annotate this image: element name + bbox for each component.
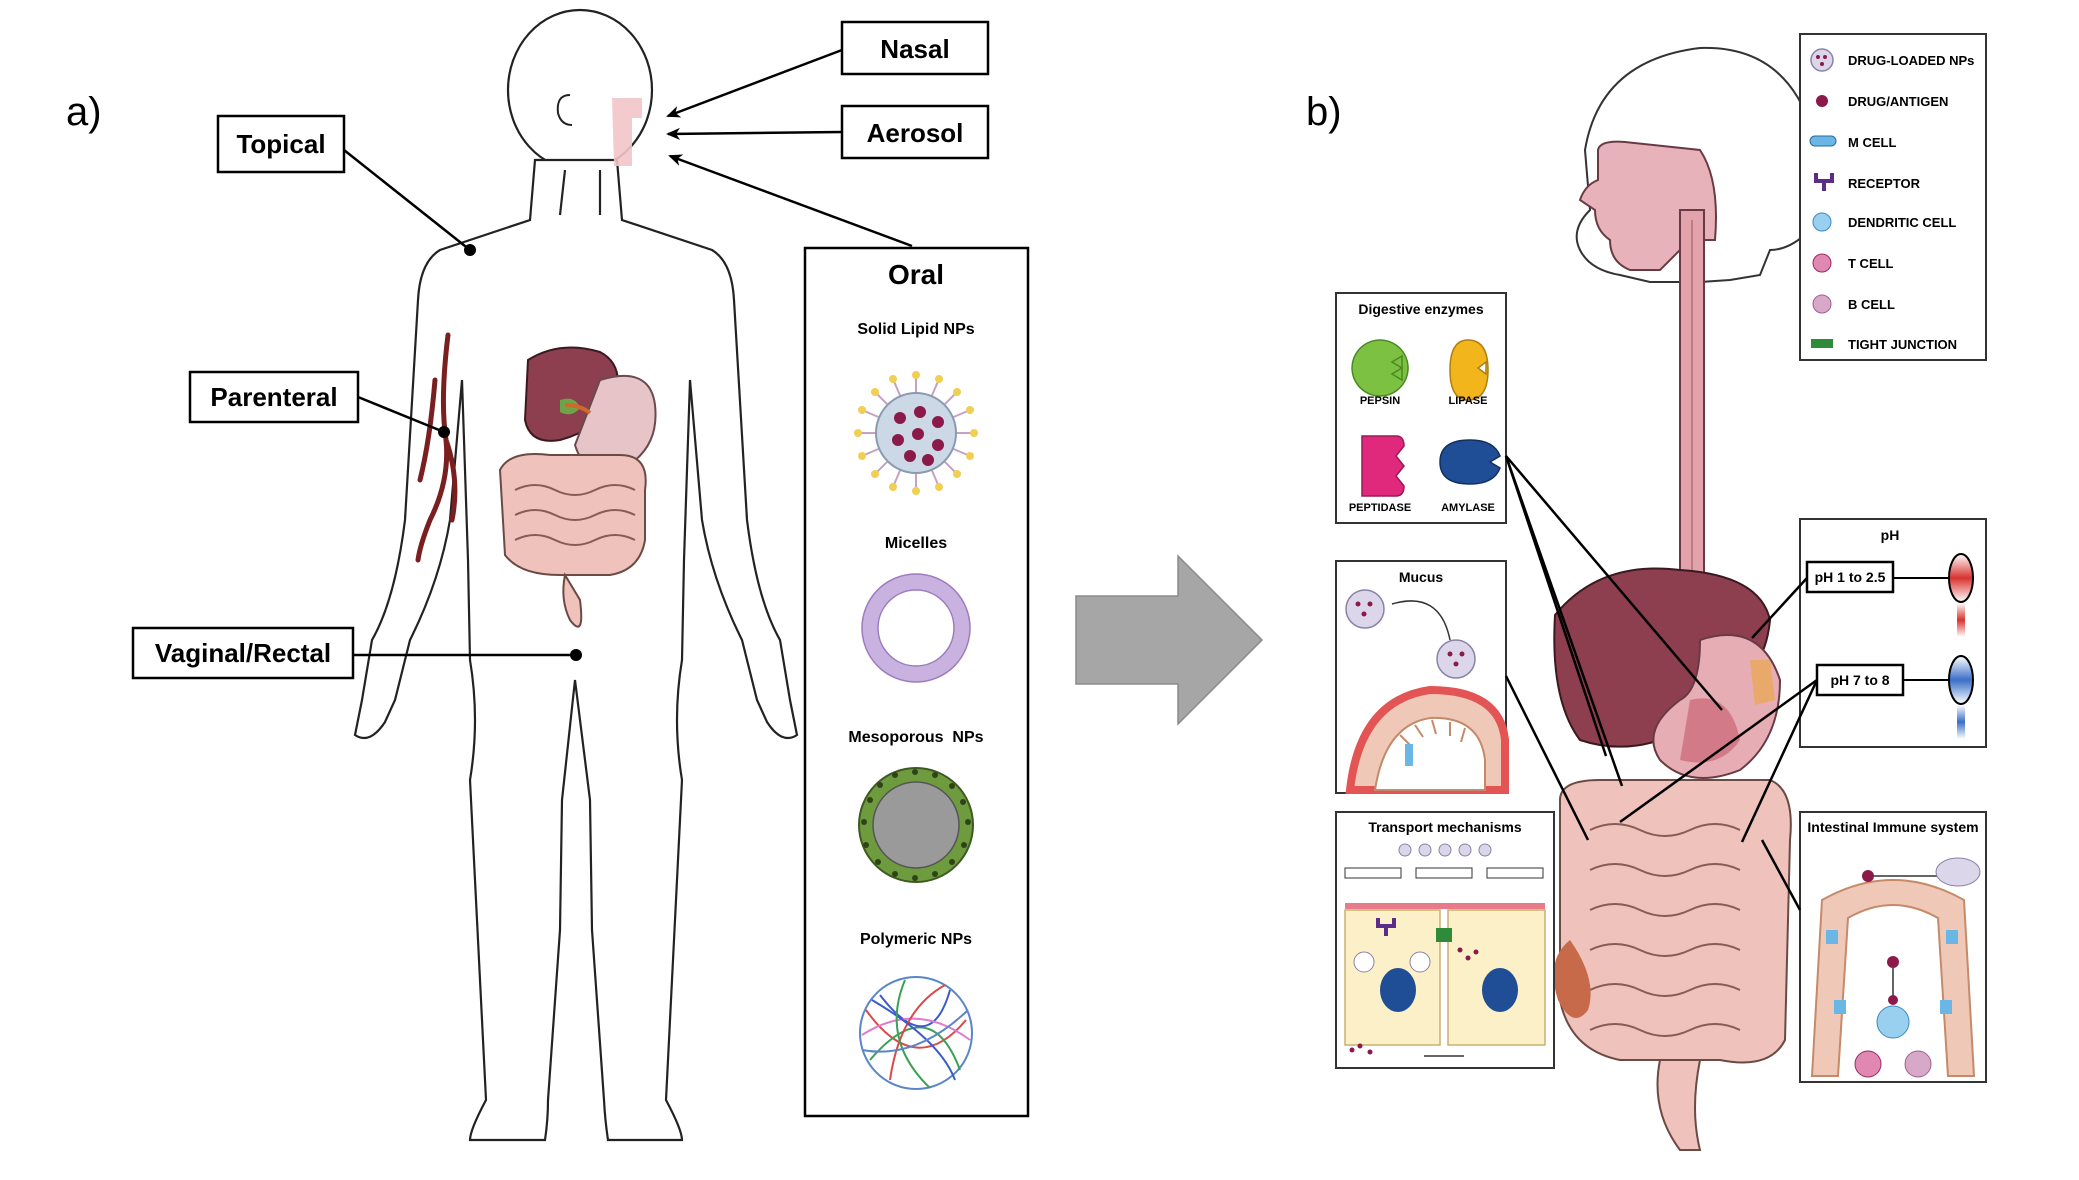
digestive-tract-illustration <box>1553 46 1823 1151</box>
topical-dot <box>464 244 476 256</box>
panel-b-label: b) <box>1306 90 1342 134</box>
nasal-box <box>840 20 990 76</box>
enzyme-peptidase-label: PEPTIDASE <box>1349 502 1411 514</box>
parenteral-label: Parenteral <box>210 382 337 412</box>
m-cell-icon <box>1809 135 1837 147</box>
polymeric-np-icon <box>859 976 973 1090</box>
t-cell-icon <box>1812 253 1832 273</box>
digestive-enzymes-title: Digestive enzymes <box>1358 301 1483 317</box>
ph-blue-gradient <box>1957 705 1965 739</box>
oral-item-polymeric: Polymeric NPs <box>860 931 972 948</box>
ph-title: pH <box>1881 527 1900 543</box>
amylase-icon <box>1439 439 1501 485</box>
legend-label-dendritic-cell: DENDRITIC CELL <box>1848 215 1956 230</box>
b-cell-icon <box>1812 294 1832 314</box>
oral-item-mesoporous: Mesoporous NPs <box>848 729 983 746</box>
nanoparticle-icon <box>1810 48 1834 72</box>
legend-label-receptor: RECEPTOR <box>1848 176 1921 191</box>
ph-intestine-label: pH 7 to 8 <box>1830 672 1889 688</box>
panel-a-label: a) <box>66 90 102 134</box>
nasal-label: Nasal <box>880 34 949 64</box>
legend-icons <box>1809 48 1837 348</box>
enzyme-lipase-label: LIPASE <box>1449 395 1488 407</box>
panel-b-connectors <box>1504 455 1819 911</box>
aerosol-label: Aerosol <box>867 118 964 148</box>
ph-blue-indicator-icon <box>1948 655 1974 705</box>
legend-label-t-cell: T CELL <box>1848 256 1894 271</box>
peptidase-icon <box>1361 435 1405 497</box>
route-connectors <box>343 48 913 657</box>
immune-title: Intestinal Immune system <box>1807 819 1978 835</box>
immune-illustration <box>1810 857 1981 1078</box>
vaginal-rectal-box <box>131 626 355 680</box>
dendritic-cell-icon <box>1812 212 1832 232</box>
oral-item-micelles: Micelles <box>885 535 947 552</box>
legend-label-drug-loaded-nps: DRUG-LOADED NPs <box>1848 53 1974 68</box>
mucus-title: Mucus <box>1399 569 1444 585</box>
aerosol-box <box>840 104 990 160</box>
pepsin-icon <box>1351 339 1409 397</box>
legend-label-drug-antigen: DRUG/ANTIGEN <box>1848 94 1948 109</box>
oral-title: Oral <box>888 259 944 290</box>
ph-stomach-label: pH 1 to 2.5 <box>1815 569 1886 585</box>
transition-arrow-icon <box>1075 554 1264 726</box>
mesoporous-np-icon <box>858 767 974 883</box>
micelle-icon <box>861 573 971 683</box>
enzyme-amylase-label: AMYLASE <box>1441 502 1495 514</box>
enzyme-pepsin-label: PEPSIN <box>1360 395 1400 407</box>
vaginal-rectal-label: Vaginal/Rectal <box>155 638 331 668</box>
lipase-icon <box>1449 339 1489 401</box>
mucus-illustration <box>1345 589 1509 794</box>
solid-lipid-np-icon <box>854 371 978 495</box>
vein-icon <box>415 332 458 563</box>
parenteral-dot <box>438 426 450 438</box>
vaginal-rectal-dot <box>570 649 582 661</box>
transport-title: Transport mechanisms <box>1368 819 1521 835</box>
transport-illustration <box>1344 843 1546 1057</box>
receptor-icon <box>1814 173 1834 191</box>
legend-label-m-cell: M CELL <box>1848 135 1896 150</box>
topical-box <box>216 114 346 174</box>
ph-red-indicator-icon <box>1948 553 1974 603</box>
ph-red-gradient <box>1957 603 1965 637</box>
drug-antigen-icon <box>1816 95 1828 107</box>
internal-organs-icon <box>498 346 657 628</box>
topical-label: Topical <box>236 129 325 159</box>
tight-junction-icon <box>1811 339 1833 348</box>
ear-icon <box>556 94 573 126</box>
legend-label-b-cell: B CELL <box>1848 297 1895 312</box>
oral-item-solid-lipid: Solid Lipid NPs <box>857 321 974 338</box>
legend-label-tight-junction: TIGHT JUNCTION <box>1848 337 1957 352</box>
nasal-cavity-icon <box>612 98 642 166</box>
ph-intestine-box <box>1815 663 1905 697</box>
